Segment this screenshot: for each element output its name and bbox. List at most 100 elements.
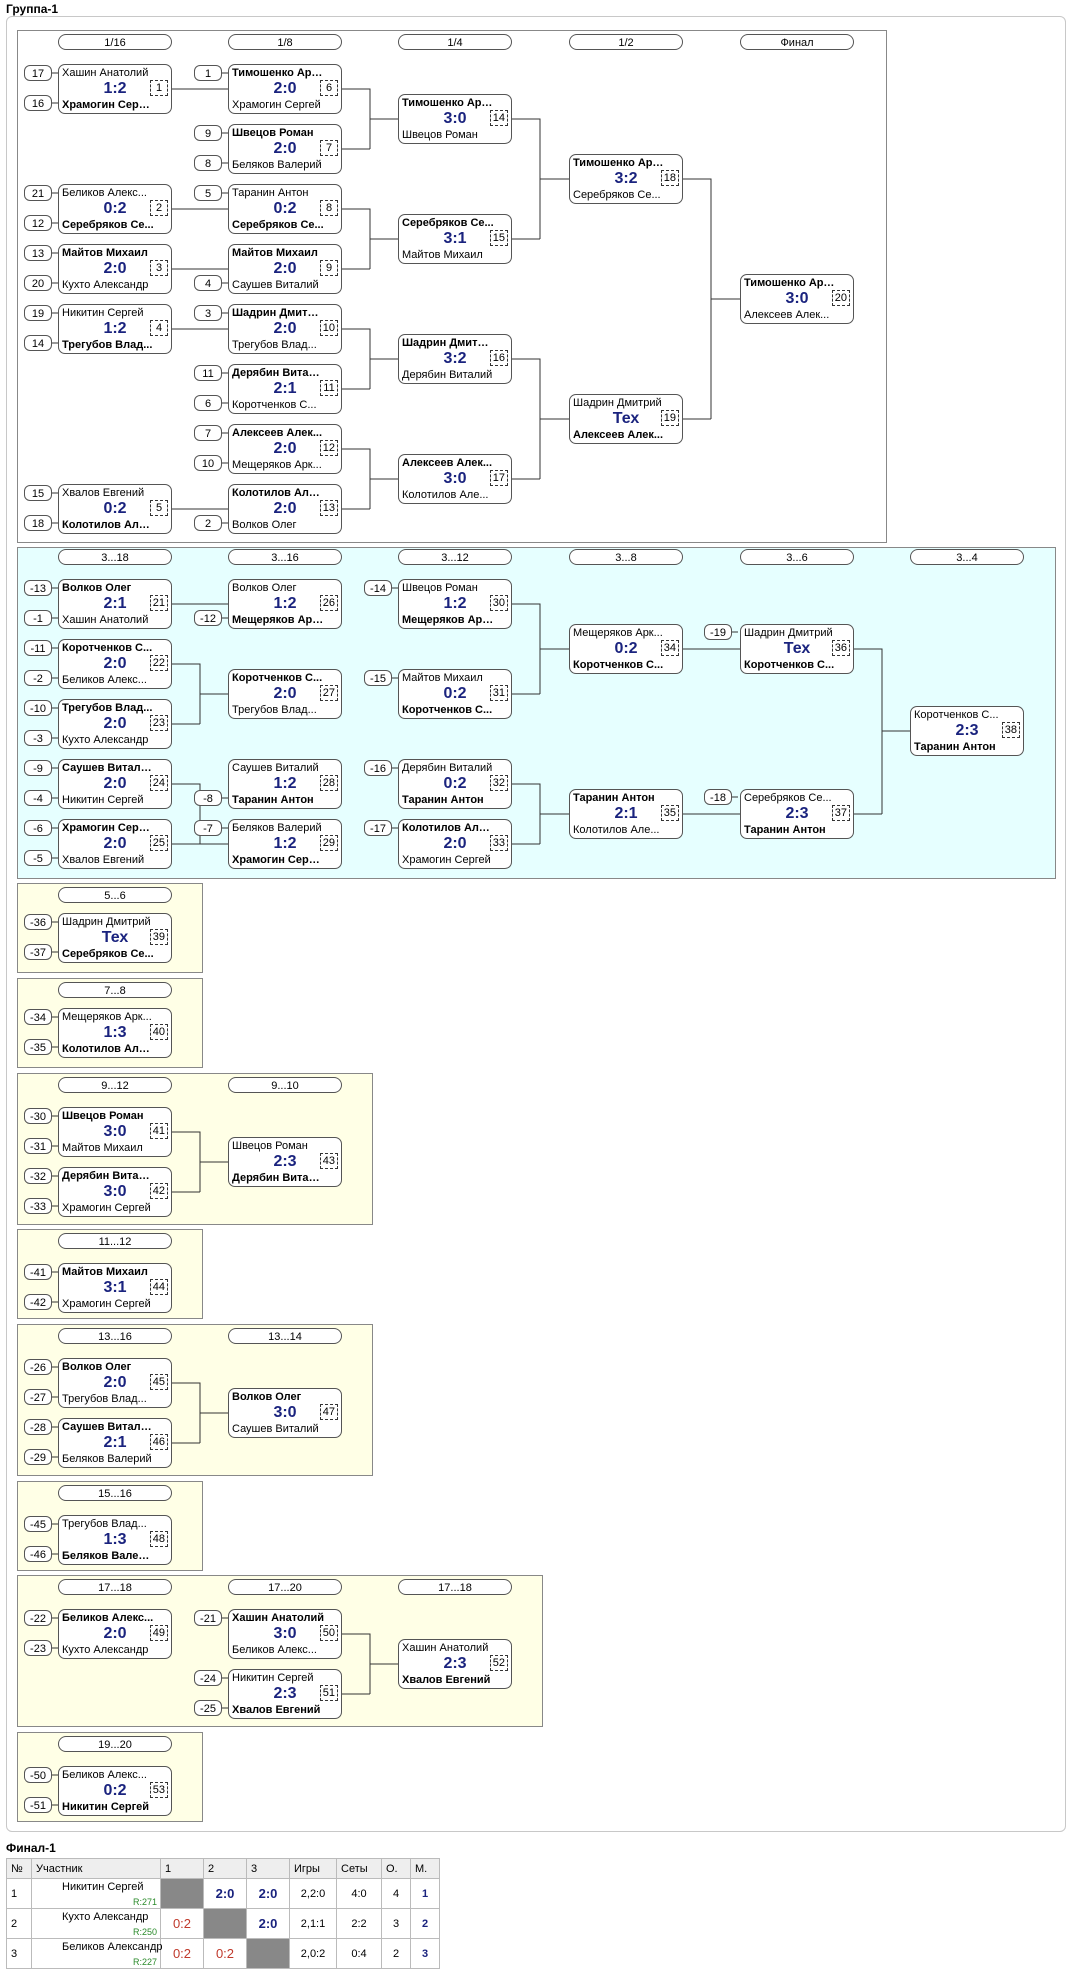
player-top[interactable]: Коротченков С... bbox=[914, 709, 999, 721]
player-top[interactable]: Никитин Сергей bbox=[232, 1672, 314, 1684]
player-bottom[interactable]: Храмогин Сергей bbox=[62, 1202, 151, 1214]
player-bottom[interactable]: Саушев Виталий bbox=[232, 279, 319, 291]
player-top[interactable]: Швецов Роман bbox=[402, 582, 478, 594]
player-top[interactable]: Майтов Михаил bbox=[62, 247, 148, 259]
player-bottom[interactable]: Колотилов Але... bbox=[62, 519, 154, 531]
player-top[interactable]: Дерябин Виталий bbox=[232, 367, 324, 379]
player-bottom[interactable]: Храмогин Сергей bbox=[62, 99, 154, 111]
player-bottom[interactable]: Трегубов Влад... bbox=[62, 339, 153, 351]
player-top[interactable]: Майтов Михаил bbox=[402, 672, 483, 684]
player-top[interactable]: Швецов Роман bbox=[62, 1110, 144, 1122]
player-top[interactable]: Волков Олег bbox=[232, 582, 297, 594]
player-bottom[interactable]: Беляков Валерий bbox=[62, 1453, 152, 1465]
player-top[interactable]: Саушев Виталий bbox=[62, 762, 154, 774]
player-top[interactable]: Дерябин Виталий bbox=[62, 1170, 154, 1182]
player-top[interactable]: Трегубов Влад... bbox=[62, 702, 153, 714]
player-bottom[interactable]: Трегубов Влад... bbox=[232, 339, 317, 351]
player-bottom[interactable]: Храмогин Сергей bbox=[402, 854, 491, 866]
player-top[interactable]: Алексеев Алек... bbox=[232, 427, 323, 439]
player-bottom[interactable]: Колотилов Але... bbox=[573, 824, 660, 836]
player-top[interactable]: Шадрин Дмитрий bbox=[232, 307, 324, 319]
player-bottom[interactable]: Мещеряков Арк... bbox=[402, 614, 494, 626]
player-bottom[interactable]: Дерябин Виталий bbox=[402, 369, 493, 381]
player-bottom[interactable]: Коротченков С... bbox=[744, 659, 835, 671]
player-top[interactable]: Майтов Михаил bbox=[62, 1266, 148, 1278]
player-top[interactable]: Саушев Виталий bbox=[232, 762, 319, 774]
player-bottom[interactable]: Таранин Антон bbox=[232, 794, 314, 806]
player-bottom[interactable]: Таранин Антон bbox=[402, 794, 484, 806]
player-top[interactable]: Никитин Сергей bbox=[62, 307, 144, 319]
player-bottom[interactable]: Серебряков Се... bbox=[573, 189, 661, 201]
player-top[interactable]: Беляков Валерий bbox=[232, 822, 322, 834]
player-top[interactable]: Шадрин Дмитрий bbox=[573, 397, 662, 409]
player-bottom[interactable]: Алексеев Алек... bbox=[744, 309, 830, 321]
player-bottom[interactable]: Саушев Виталий bbox=[232, 1423, 319, 1435]
player-top[interactable]: Мещеряков Арк... bbox=[62, 1011, 152, 1023]
player-bottom[interactable]: Хвалов Евгений bbox=[62, 854, 145, 866]
player-bottom[interactable]: Серебряков Се... bbox=[62, 219, 154, 231]
player-top[interactable]: Хашин Анатолий bbox=[402, 1642, 489, 1654]
player-top[interactable]: Шадрин Дмитрий bbox=[62, 916, 151, 928]
player-bottom[interactable]: Хвалов Евгений bbox=[402, 1674, 491, 1686]
player-top[interactable]: Серебряков Се... bbox=[744, 792, 832, 804]
player-bottom[interactable]: Серебряков Се... bbox=[232, 219, 324, 231]
player-bottom[interactable]: Кухто Александр bbox=[62, 279, 149, 291]
player-top[interactable]: Алексеев Алек... bbox=[402, 457, 493, 469]
player-top[interactable]: Хвалов Евгений bbox=[62, 487, 145, 499]
player-bottom[interactable]: Серебряков Се... bbox=[62, 948, 154, 960]
player-top[interactable]: Трегубов Влад... bbox=[62, 1518, 147, 1530]
player-bottom[interactable]: Майтов Михаил bbox=[402, 249, 483, 261]
player-bottom[interactable]: Коротченков С... bbox=[402, 704, 493, 716]
player-bottom[interactable]: Колотилов Але... bbox=[402, 489, 489, 501]
player-top[interactable]: Саушев Виталий bbox=[62, 1421, 154, 1433]
player-top[interactable]: Майтов Михаил bbox=[232, 247, 318, 259]
player-top[interactable]: Таранин Антон bbox=[573, 792, 655, 804]
player-bottom[interactable]: Никитин Сергей bbox=[62, 794, 144, 806]
player-top[interactable]: Таранин Антон bbox=[232, 187, 309, 199]
player-bottom[interactable]: Беликов Алекс... bbox=[62, 674, 147, 686]
player-bottom[interactable]: Алексеев Алек... bbox=[573, 429, 664, 441]
player-bottom[interactable]: Трегубов Влад... bbox=[62, 1393, 147, 1405]
player-bottom[interactable]: Таранин Антон bbox=[914, 741, 996, 753]
player-top[interactable]: Тимошенко Артём bbox=[573, 157, 665, 169]
player-top[interactable]: Тимошенко Артём bbox=[744, 277, 836, 289]
player-top[interactable]: Мещеряков Арк... bbox=[573, 627, 663, 639]
player-top[interactable]: Шадрин Дмитрий bbox=[744, 627, 833, 639]
